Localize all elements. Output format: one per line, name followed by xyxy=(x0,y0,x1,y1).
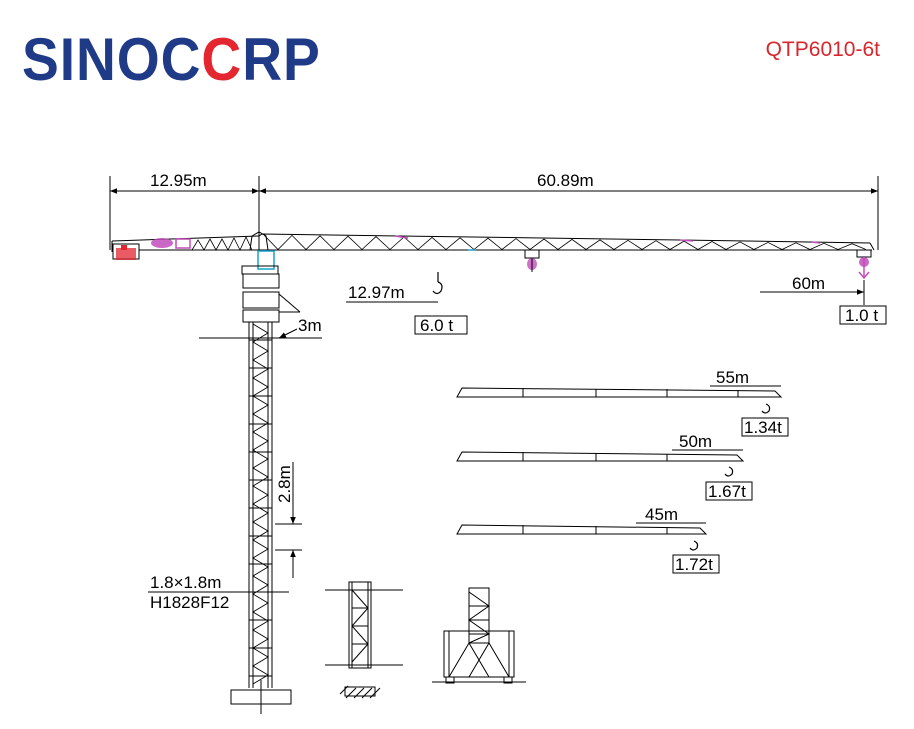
counter-jib-length: 12.95m xyxy=(150,171,207,190)
tip-capacity-label: 1.0 t xyxy=(845,306,878,325)
mast-width-dimension xyxy=(199,328,322,339)
model-code: QTP6010-6t xyxy=(765,38,880,61)
tip-capacity-box xyxy=(839,305,887,325)
jib-option-length: 50m xyxy=(679,432,712,451)
jib-length: 60.89m xyxy=(537,171,594,190)
jib-option-load: 1.72t xyxy=(675,555,713,574)
counter-jib-truss xyxy=(191,236,253,251)
top-dimension-lines xyxy=(109,176,879,250)
tip-radius-label: 60m xyxy=(792,274,825,293)
hook-icon xyxy=(432,272,443,295)
mast-size-label: 1.8×1.8m xyxy=(150,573,221,592)
jib-option-45: 45m 1.72t xyxy=(456,505,720,574)
base-frame-detail xyxy=(432,587,526,684)
brand-logo-accent: C xyxy=(201,26,243,93)
jib-option-length: 55m xyxy=(716,368,749,387)
jib-accents xyxy=(394,235,821,251)
hook-icon xyxy=(724,466,734,477)
trolley xyxy=(524,249,540,272)
tip-trolley xyxy=(856,249,872,280)
mast-lacing-line xyxy=(252,323,269,685)
main-jib xyxy=(258,233,875,251)
mast-lacing xyxy=(249,323,272,685)
mast-width-label: 3m xyxy=(298,316,322,335)
hoist-winch xyxy=(151,238,191,249)
brand-logo-suffix: RP xyxy=(242,26,321,93)
brand-logo-prefix: SINOC xyxy=(22,26,202,93)
max-capacity-label: 6.0 t xyxy=(420,316,453,335)
mast-model-label: H1828F12 xyxy=(150,593,229,612)
jib-option-length: 45m xyxy=(645,505,678,524)
min-radius-label: 12.97m xyxy=(348,283,405,302)
jib-option-load: 1.67t xyxy=(708,482,746,501)
counterweight-block xyxy=(116,245,136,260)
foundation xyxy=(230,680,292,714)
jib-option-50: 50m 1.67t xyxy=(456,432,753,501)
jib-lacing-line xyxy=(263,234,867,251)
brand-logo: SINOCCRP xyxy=(22,30,321,90)
hook-icon xyxy=(689,540,699,551)
hook-icon xyxy=(761,403,771,414)
main-jib-lacing xyxy=(263,234,867,251)
jib-option-load: 1.34t xyxy=(744,418,782,437)
section-height-label: 2.8m xyxy=(275,465,294,503)
section-height-dimension xyxy=(275,462,302,578)
jib-option-55: 55m 1.34t xyxy=(456,368,789,437)
max-capacity-box xyxy=(414,315,468,335)
slewing-unit xyxy=(241,231,279,275)
tower-mast xyxy=(242,273,301,688)
mast-section-detail xyxy=(325,581,403,699)
